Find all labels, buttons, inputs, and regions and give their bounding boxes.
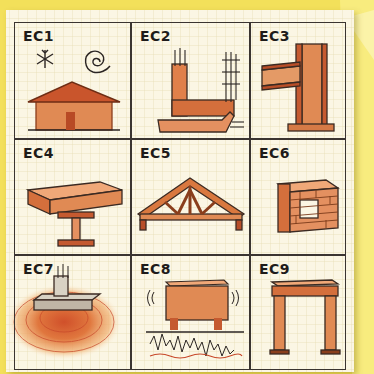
code-cell: EC8 xyxy=(131,255,250,370)
seismic-building xyxy=(146,280,244,358)
code-cell: EC4 xyxy=(14,139,131,255)
cell-label: EC5 xyxy=(140,145,171,161)
code-cell: EC2 xyxy=(131,22,250,139)
graph-grid xyxy=(6,10,354,372)
code-cell: EC5 xyxy=(131,139,250,255)
code-cell: EC1 xyxy=(14,22,131,139)
portal-frame xyxy=(270,280,340,354)
paper xyxy=(6,10,354,372)
cell-label: EC8 xyxy=(140,261,171,277)
cell-label: EC4 xyxy=(23,145,54,161)
code-cell: EC6 xyxy=(250,139,346,255)
composite-beam xyxy=(28,182,122,246)
masonry-wall xyxy=(278,180,338,232)
code-cell: EC9 xyxy=(250,255,346,370)
concrete-frame xyxy=(158,48,244,132)
cell-label: EC6 xyxy=(259,145,290,161)
timber-truss xyxy=(138,178,244,230)
foundation xyxy=(6,264,122,360)
cell-label: EC3 xyxy=(259,28,290,44)
code-cell: EC7 xyxy=(14,255,131,370)
cell-label: EC9 xyxy=(259,261,290,277)
cell-label: EC1 xyxy=(23,28,54,44)
code-cell: EC3 xyxy=(250,22,346,139)
cell-label: EC7 xyxy=(23,261,54,277)
house-sketch xyxy=(28,82,120,130)
steel-frame xyxy=(262,44,334,131)
snow-symbol xyxy=(37,50,53,68)
wind-spiral xyxy=(86,51,110,72)
cell-label: EC2 xyxy=(140,28,171,44)
